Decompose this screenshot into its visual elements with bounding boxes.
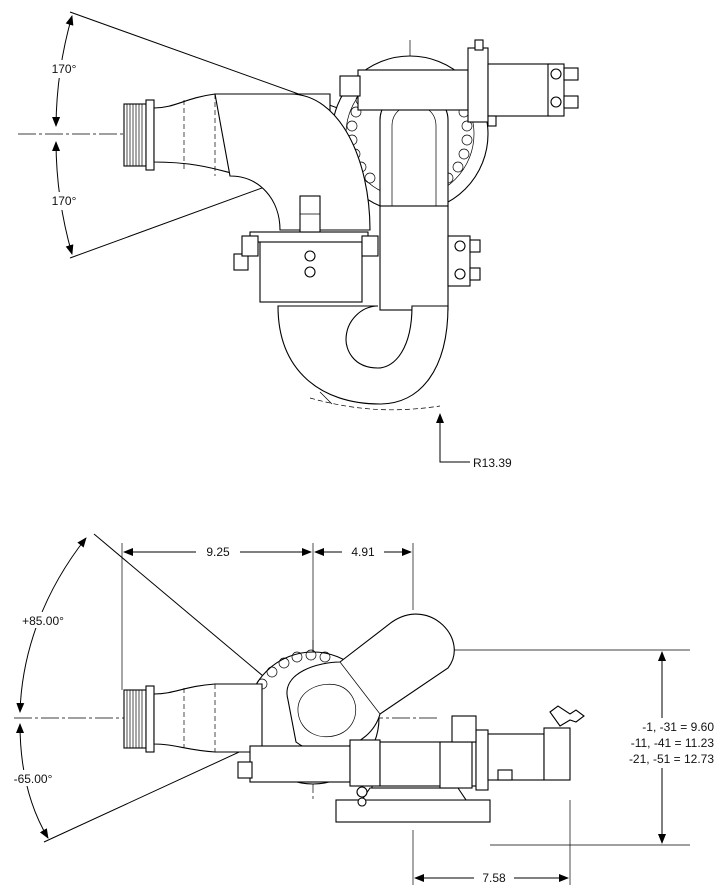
inlet-collar [145, 99, 155, 171]
side-nut [356, 786, 368, 798]
angle-label-upper: 170° [52, 62, 77, 76]
fitting-upper [563, 67, 579, 81]
thread-lines [126, 104, 143, 166]
dim-label-4-91: 4.91 [351, 545, 375, 559]
hose-fitting [454, 240, 466, 252]
base-neck [360, 787, 468, 801]
height-row-1: -1, -31 = 9.60 [642, 720, 714, 734]
motor-foot [497, 769, 513, 781]
label-bg [44, 192, 84, 210]
fitting-cap [469, 267, 481, 281]
side-clamp [349, 739, 381, 787]
nut-upper [304, 250, 316, 262]
side-inlet-pipe [153, 683, 263, 753]
side-fitting [451, 715, 477, 743]
angle-arc-down [16, 723, 49, 839]
radius-arc [309, 397, 441, 411]
bolt [474, 39, 484, 51]
angle-label-up: +85.00° [22, 614, 64, 628]
clamp-right [361, 235, 379, 257]
inlet-elbow [214, 93, 371, 231]
elbow-bore [297, 683, 356, 738]
side-view: 9.25 4.91 7.58 -1, -31 = 9.60 -11, -41 =… [6, 533, 716, 885]
clamp-left [241, 235, 259, 257]
label-bg [44, 60, 84, 78]
height-row-2: -11, -41 = 11.23 [631, 736, 715, 750]
label-bg [342, 543, 384, 559]
motor-body [487, 63, 551, 117]
nozzle-arm [286, 613, 455, 752]
arm-joint [339, 661, 381, 715]
bolt [487, 115, 497, 127]
side-inlet-collar [145, 685, 155, 753]
radius-leader [436, 413, 470, 463]
fitting-lower [563, 95, 579, 109]
motor-flange [467, 47, 489, 123]
radius-label: R13.39 [473, 456, 512, 470]
angle-label-down: -65.00° [14, 772, 53, 786]
actuator-housing [357, 69, 469, 111]
weld-line [319, 391, 333, 405]
hose-elbow-fitting [549, 705, 585, 727]
side-cap [233, 253, 249, 271]
label-bg [474, 869, 514, 885]
actuator-cap [339, 75, 361, 97]
side-nut [357, 797, 367, 807]
top-view: 170° 170° [18, 11, 579, 470]
side-gearbox [249, 745, 351, 783]
motor-cap-side [543, 727, 571, 781]
side-thread-lines [126, 690, 143, 748]
motor-body-side [487, 733, 545, 781]
gearbox-top-plate [249, 231, 369, 243]
label-bg [6, 770, 60, 786]
angle-label-lower: 170° [52, 194, 77, 208]
dim-label-7-58: 7.58 [482, 871, 506, 885]
hose-fitting [550, 68, 562, 80]
hose-fitting [550, 96, 562, 108]
side-housing-plate [439, 741, 473, 789]
riser-pipe [379, 205, 449, 311]
side-cap [237, 761, 253, 779]
label-bg [610, 718, 716, 768]
lower-bend [277, 305, 449, 405]
label-bg [196, 543, 240, 559]
motor-flange-side [475, 729, 489, 791]
hose-fitting [454, 268, 466, 280]
label-bg [14, 612, 72, 628]
nut-lower [304, 266, 316, 278]
height-row-3: -21, -51 = 12.73 [629, 752, 714, 766]
dim-label-9-25: 9.25 [206, 545, 230, 559]
fitting-cap [469, 239, 481, 253]
